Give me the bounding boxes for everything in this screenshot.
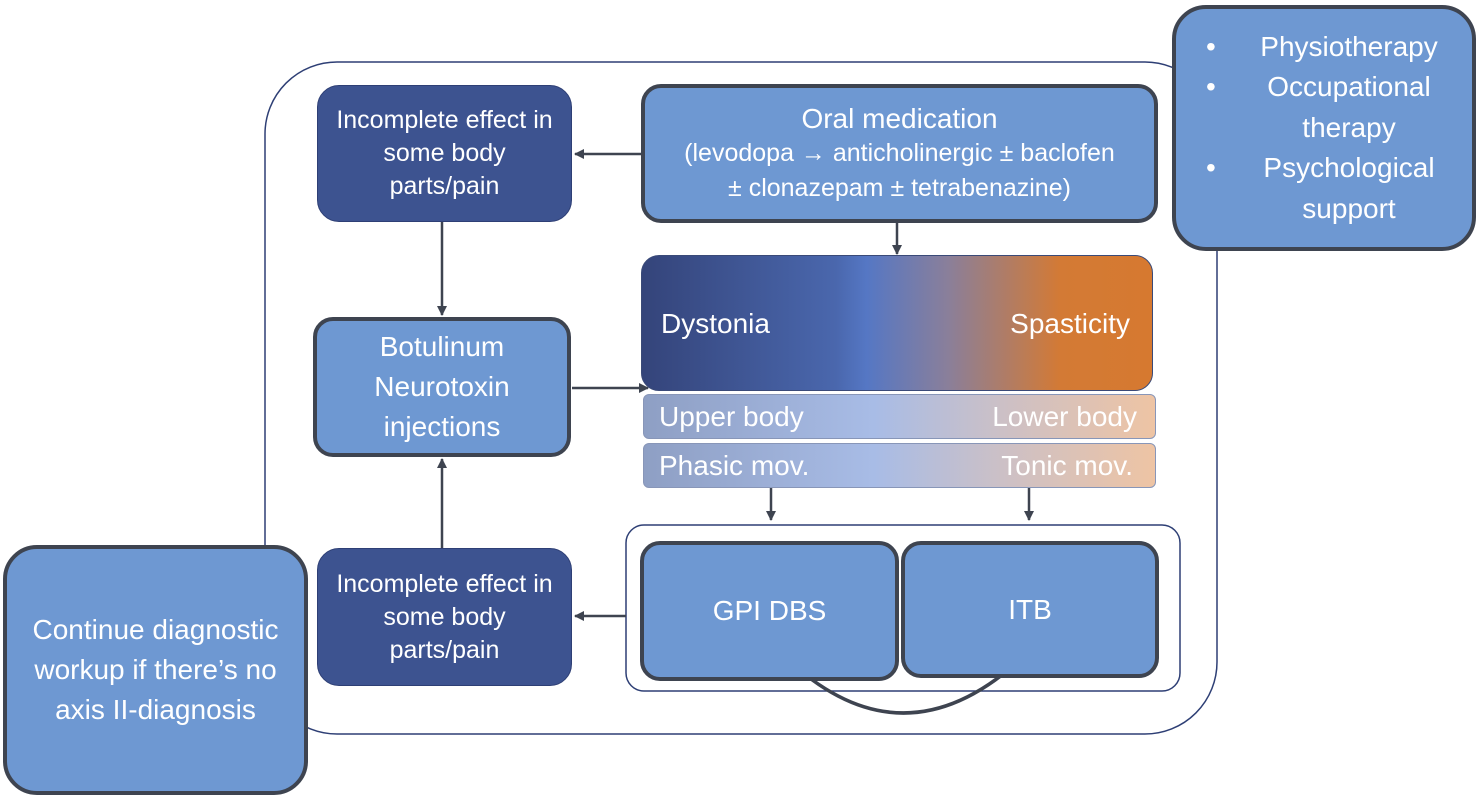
phasic-movement-label: Phasic mov.: [659, 450, 810, 481]
upper-body-label: Upper body: [659, 401, 804, 432]
oral-medication-drugs-line2: ± clonazepam ± tetrabenazine): [728, 174, 1071, 202]
oral-medication-drugs-line1: (levodopa → anticholinergic ± baclofen: [684, 139, 1115, 167]
dystonia-label: Dystonia: [661, 308, 770, 339]
outer-frame: [264, 61, 1218, 735]
incomplete-effect-top-text: Incomplete effect in some body parts/pai…: [336, 106, 553, 200]
incomplete-effect-bottom-box: Incomplete effect in some body parts/pai…: [317, 548, 572, 686]
supportive-item-physiotherapy: Physiotherapy: [1176, 27, 1472, 68]
supportive-item-occupational: Occupational therapy: [1176, 67, 1472, 148]
oral-medication-box: Oral medication (levodopa → anticholiner…: [641, 84, 1158, 223]
treatment-frame: [625, 524, 1181, 692]
incomplete-effect-bottom-text: Incomplete effect in some body parts/pai…: [336, 569, 553, 664]
gpi-dbs-box: GPI DBS: [640, 541, 899, 681]
supportive-therapy-list: Physiotherapy Occupational therapy Psych…: [1176, 27, 1472, 230]
incomplete-effect-top-box: Incomplete effect in some body parts/pai…: [317, 85, 572, 222]
spasticity-label: Spasticity: [1010, 308, 1130, 339]
itb-text: ITB: [1008, 593, 1052, 625]
gpi-dbs-text: GPI DBS: [712, 595, 827, 626]
supportive-item-psychological: Psychological support: [1176, 148, 1472, 229]
movement-type-band: Phasic mov. Tonic mov.: [643, 443, 1156, 488]
continue-workup-text: Continue diagnostic workup if there’s no…: [32, 613, 279, 726]
botulinum-box: Botulinum Neurotoxin injections: [313, 317, 571, 457]
body-region-band: Upper body Lower body: [643, 394, 1156, 439]
lower-body-label: Lower body: [992, 401, 1137, 432]
tonic-movement-label: Tonic mov.: [1001, 450, 1133, 481]
dystonia-spasticity-spectrum: Dystonia Spasticity: [641, 255, 1153, 391]
botulinum-text: Botulinum Neurotoxin injections: [374, 330, 510, 443]
supportive-therapy-box: Physiotherapy Occupational therapy Psych…: [1172, 5, 1476, 251]
continue-workup-box: Continue diagnostic workup if there’s no…: [3, 545, 308, 795]
arrow-curved-dbs-itb: [784, 656, 1024, 715]
oral-medication-title: Oral medication: [801, 103, 998, 134]
itb-box: ITB: [901, 541, 1159, 678]
